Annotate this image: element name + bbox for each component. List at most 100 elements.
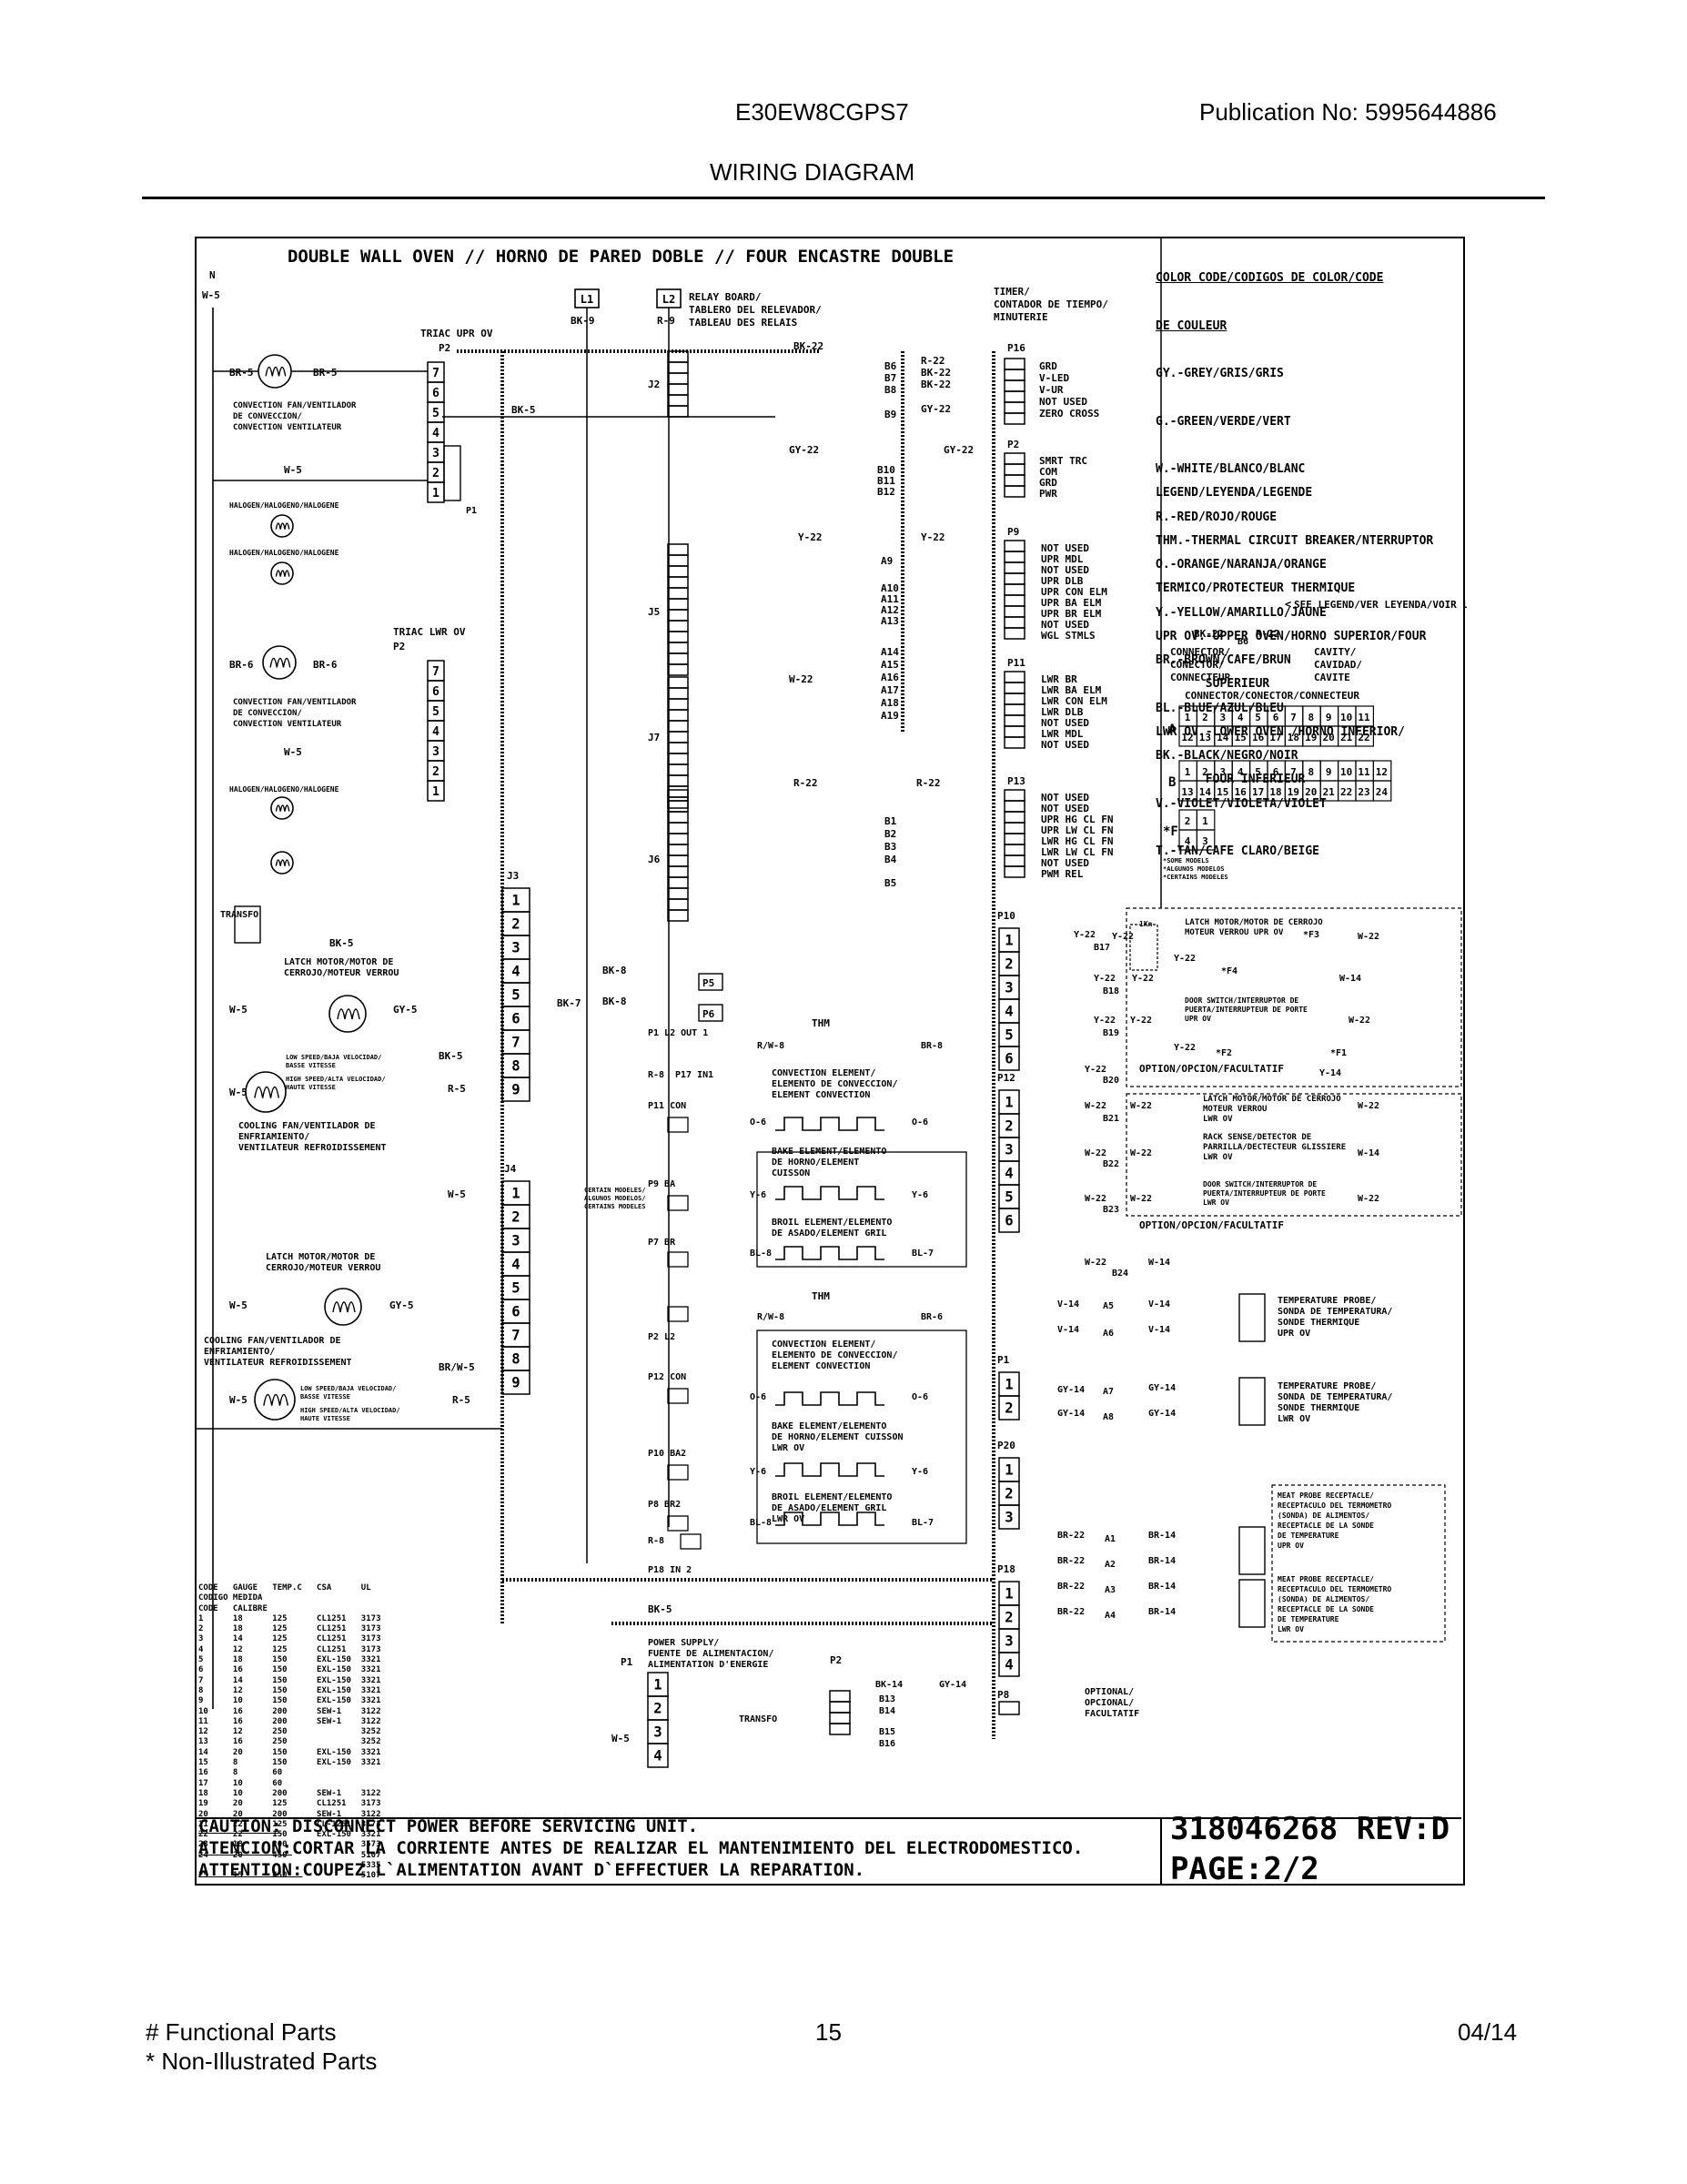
wire-label: GY-22 <box>944 444 974 456</box>
relay-pin-label: B9 <box>884 409 896 420</box>
wire-label: Y-22 <box>1074 930 1096 940</box>
j5-pin <box>667 587 689 600</box>
j7-pin <box>667 698 689 711</box>
wire-label: Y-22 <box>1085 1065 1106 1075</box>
relay-pin-label: B6 <box>884 360 897 372</box>
wire-label: W-22 <box>1085 1194 1106 1204</box>
wire-label: W-22 <box>1358 1194 1379 1204</box>
high-speed-label: HIGH SPEED/ALTA VELOCIDAD/ <box>300 1407 400 1414</box>
j6-pin <box>667 811 689 824</box>
connector-cell-text: 3 <box>1219 766 1226 778</box>
publication-number: Publication No: 5995644886 <box>1199 98 1497 126</box>
high-speed-label: HAUTE VITESSE <box>286 1084 336 1091</box>
relay-pin-label: B22 <box>1103 1159 1119 1169</box>
relay-pin-label: A9 <box>881 555 893 567</box>
f3-label: *F3 <box>1303 930 1319 940</box>
meat-probe-lower-label: RECEPTACULO DEL TERMOMETRO <box>1278 1585 1391 1593</box>
pin-number: 3 <box>1005 1633 1013 1650</box>
p2-label-text: GRD <box>1039 477 1057 489</box>
wire-label: V-14 <box>1057 1325 1079 1335</box>
some-models-label: *SOME MODELS <box>1163 857 1209 864</box>
meat-probe-upper-label: UPR OV <box>1278 1542 1304 1550</box>
p12-label: P12 <box>997 1072 1015 1084</box>
temp-probe-upper-label: SONDE THERMIQUE <box>1278 1318 1359 1328</box>
wire-label: GY-5 <box>393 1004 418 1016</box>
legend-block: LEGEND/LEYENDA/LEGENDE THM.-THERMAL CIRC… <box>1156 453 1433 804</box>
gauge-table-row: 12 12 250 3252 <box>198 1727 381 1737</box>
relay-pin-label: B13 <box>879 1694 895 1704</box>
color-entry: V.-VIOLET/VIOLETA/VIOLET <box>1156 796 1327 811</box>
coil-winding <box>263 1393 288 1406</box>
document-page: PAGE:2/2 <box>1170 1851 1319 1887</box>
legend-line: THM.-THERMAL CIRCUIT BREAKER/NTERRUPTOR <box>1156 533 1434 548</box>
latch-motor-lower <box>324 1288 362 1326</box>
wire-label: W-5 <box>229 1299 247 1311</box>
convection-element-upper-label: ELEMENT CONVECTION <box>772 1090 870 1100</box>
connector-cell-text: 8 <box>1308 766 1314 778</box>
p7-br-label: P7 BR <box>648 1238 676 1248</box>
j2-pin <box>667 350 689 363</box>
pin-number: 2 <box>1005 956 1013 973</box>
cooling-fan-lower <box>254 1379 296 1421</box>
pin-number: 2 <box>1005 1486 1013 1502</box>
high-speed-label: HIGH SPEED/ALTA VELOCIDAD/ <box>286 1076 386 1083</box>
color-entry: R.-RED/ROJO/ROUGE <box>1156 510 1278 524</box>
connector-cell-text: 11 <box>1358 766 1370 778</box>
triac-lower-pin <box>427 780 445 802</box>
wire-label: Y-6 <box>912 1467 928 1477</box>
wire-label: W-22 <box>1130 1101 1152 1111</box>
cooling-fan-upper <box>245 1071 287 1113</box>
transfo-label-ps: TRANSFO <box>739 1714 777 1724</box>
connector-cell-text: 20 <box>1323 732 1335 743</box>
wire-label: GY-22 <box>789 444 819 456</box>
j7-pin <box>667 785 689 798</box>
certain-models-label: CERTAIN MODELES/ <box>584 1187 645 1194</box>
p9-label-text: UPR BR ELM <box>1041 608 1102 620</box>
transfo-pin <box>829 1701 851 1714</box>
caution-line-en: CAUTION: DISCONNECT POWER BEFORE SERVICI… <box>198 1816 699 1836</box>
wire-label: W-22 <box>1085 1101 1106 1111</box>
low-speed-label: BASSE VITESSE <box>286 1062 336 1069</box>
wire-label: W-5 <box>284 746 302 758</box>
meat-probe-lower-label: LWR OV <box>1278 1625 1304 1633</box>
j5-label: J5 <box>648 606 660 618</box>
wire-label: Y-22 <box>1130 1016 1152 1026</box>
p11-pin <box>1004 714 1025 727</box>
relay-pin-label: A14 <box>881 646 899 658</box>
terminal-box <box>667 1388 689 1404</box>
lower-option-frame <box>1126 1093 1462 1217</box>
relay-pin-label: B1 <box>884 815 897 827</box>
gauge-table-row: 9 10 150 EXL-150 3321 <box>198 1696 381 1706</box>
latch-motor-lower-label: CERROJO/MOTEUR VERROU <box>266 1263 380 1273</box>
gauge-table-header: CODE GAUGE TEMP.C CSA UL <box>198 1583 371 1592</box>
connector-cell-text: 18 <box>1269 786 1281 798</box>
connector-cell-text: 15 <box>1217 786 1228 798</box>
color-entry: BR.-BROWN/CAFE/BRUN <box>1156 653 1291 667</box>
p16-pin <box>1004 379 1025 392</box>
p11-con-label: P11 CON <box>648 1101 686 1111</box>
thm-lower-label: THM <box>812 1290 830 1302</box>
convection-element-lower-label: ELEMENT CONVECTION <box>772 1361 870 1371</box>
door-switch-lower-label: DOOR SWITCH/INTERRUPTOR DE <box>1203 1180 1317 1188</box>
pin-number: 1 <box>511 893 520 909</box>
j6-pin <box>667 898 689 911</box>
pin-number: 2 <box>1005 1400 1013 1417</box>
l1-label: L1 <box>581 293 593 306</box>
connector-cell-text: 1 <box>1185 766 1191 778</box>
wire-label: W-22 <box>1349 1016 1370 1026</box>
wire-label: R/W-8 <box>757 1041 784 1051</box>
certain-models-label: ALGUNOS MODELOS/ <box>584 1195 645 1202</box>
connector-cell-text: 7 <box>1290 712 1297 723</box>
gauge-table-row: 23 18 200 3573 <box>198 1840 381 1850</box>
p2-pin <box>1004 452 1025 465</box>
pin-number: 4 <box>511 1257 520 1273</box>
connector-cell-text: 14 <box>1199 786 1212 798</box>
pin-number: 3 <box>511 940 520 956</box>
p13-label-text: UPR HG CL FN <box>1041 814 1113 825</box>
p2-label-text: COM <box>1039 466 1057 478</box>
relay-pin-label: B23 <box>1103 1205 1119 1215</box>
p8-pin <box>998 1701 1020 1715</box>
gauge-table-row: 5 18 150 EXL-150 3321 <box>198 1655 381 1665</box>
wire-label: Y-22 <box>1094 1016 1116 1026</box>
